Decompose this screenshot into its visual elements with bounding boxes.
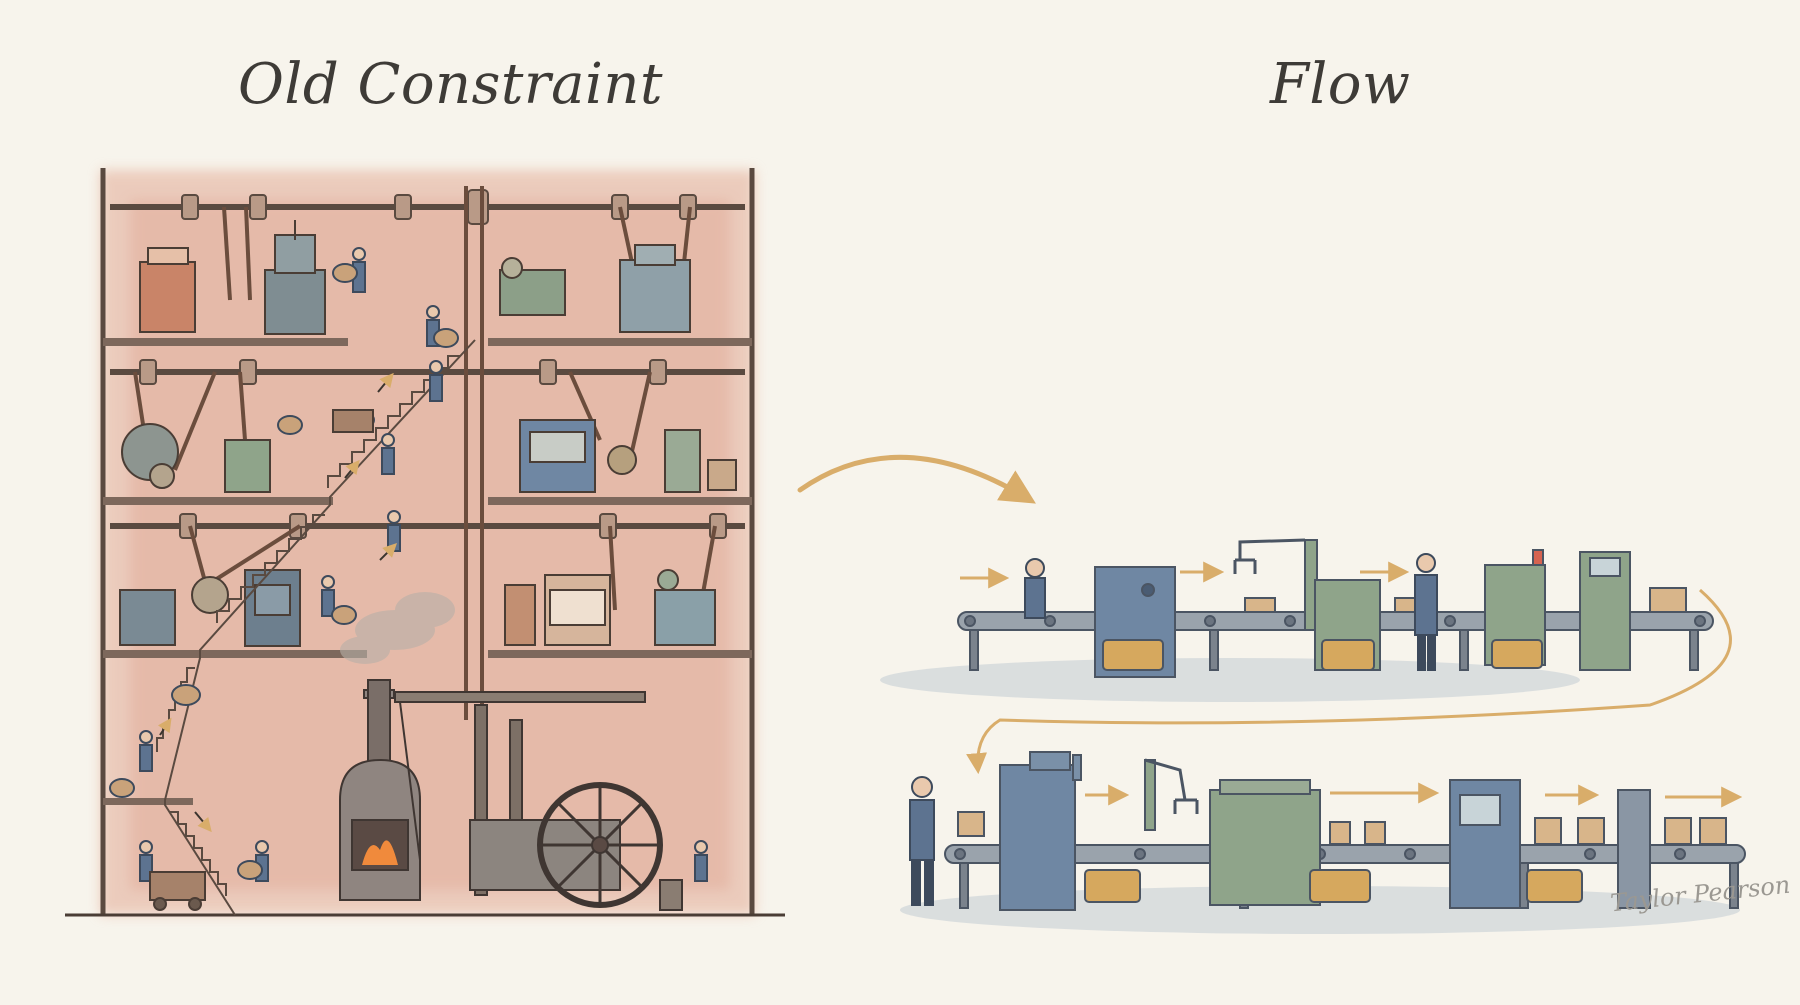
floor3-machines	[119, 569, 716, 647]
flow-title: Flow	[1270, 52, 1411, 117]
coal-carts	[149, 409, 374, 911]
line1-workers	[1024, 553, 1438, 671]
transition-arrow	[797, 454, 1036, 504]
old-constraint-title: Old Constraint	[238, 52, 663, 117]
smoke-cloud	[340, 592, 455, 664]
floor1-machines	[139, 220, 691, 335]
line1-shadow	[880, 658, 1580, 702]
effort-arrows	[157, 372, 397, 833]
steam-engine	[339, 679, 683, 911]
line2-flow-arrows	[1085, 782, 1743, 808]
line-connector-arrow	[966, 588, 1732, 775]
old-factory	[65, 168, 785, 917]
conveyor-line-2	[944, 751, 1746, 911]
floor-slabs	[103, 338, 752, 805]
line1-flow-arrows	[960, 561, 1410, 589]
floor2-machines	[121, 419, 737, 493]
line2-worker	[909, 776, 935, 906]
line-shafts	[110, 204, 745, 529]
conveyor-line-1	[957, 538, 1714, 678]
flow-assembly	[880, 538, 1746, 934]
